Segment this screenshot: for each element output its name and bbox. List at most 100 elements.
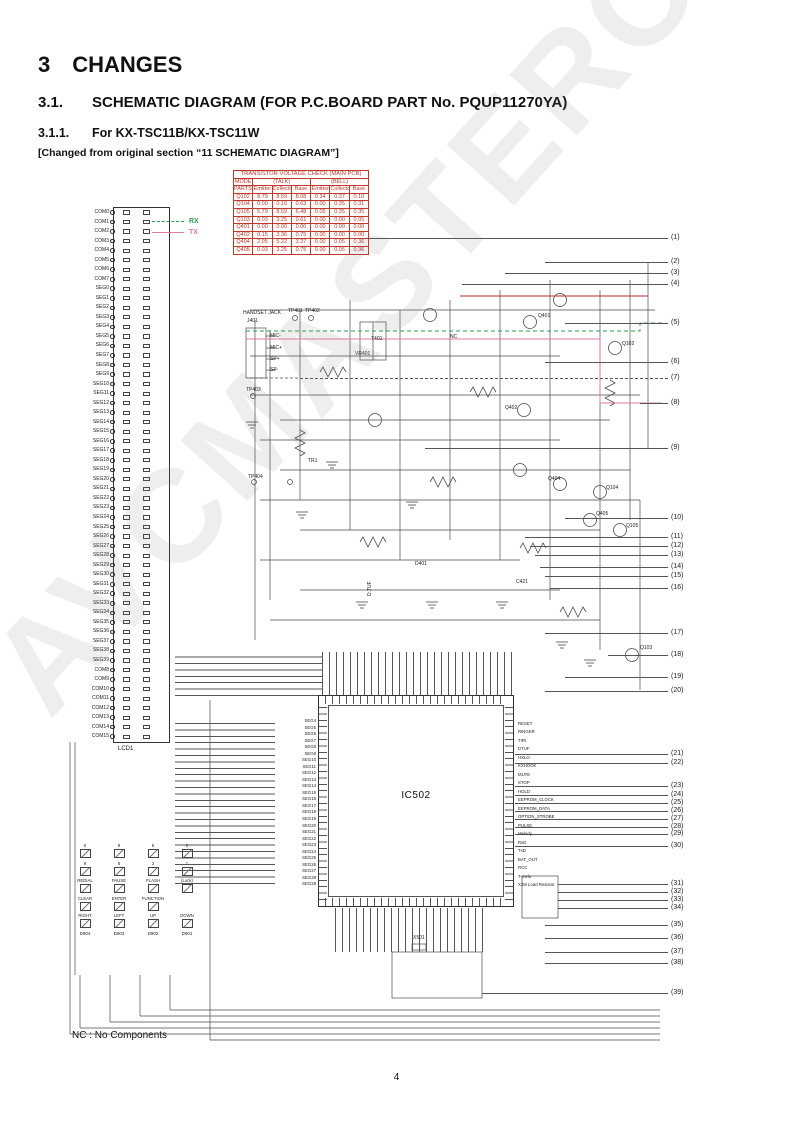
keypad-key: ENTER [102,896,136,911]
connector-pin-dot [110,381,115,387]
connector-pin-label: SEG9 [95,371,109,378]
connector-pin-dot [110,438,115,444]
connector-pin-dot [110,419,115,425]
voltage-value: 0.03 [252,215,273,225]
ic-left-pin-label: SEG21 [302,829,316,835]
connector-pin-label: SEG32 [92,590,109,597]
connector-pad [123,286,130,291]
connector-pad [143,296,150,301]
callout-leader-line [545,362,668,363]
connector-pin-label: SEG20 [92,475,109,482]
connector-pad [143,467,150,472]
voltage-value: 0.36 [348,245,370,255]
connector-pin-label: SEG30 [92,571,109,578]
component-label: SP- [270,367,279,373]
connector-pin-row: COM2 [95,229,169,234]
callout-leader-line [545,262,668,263]
connector-pin-row: SEG21 [93,486,169,492]
connector-pin-row: SEG35 [93,619,169,625]
callout-number: (34) [671,904,684,911]
connector-pad [143,277,150,282]
connector-pin-row: COM14 [92,724,169,730]
keypad-key-switch [147,866,159,876]
callout-number: (19) [671,673,684,680]
component-label: TP403 [246,387,261,393]
connector-pad [143,334,150,339]
connector-pin-row: SEG33 [93,600,169,606]
connector-pin-row: SEG4 [96,324,169,330]
ic-left-pin-label: SEG7 [304,737,316,743]
connector-pin-row: SEG1 [96,295,169,301]
callout-leader-line [505,273,668,274]
connector-pad [143,410,150,415]
keypad-key: 2 [170,843,204,858]
ic502-right-pins-ticks [505,702,513,900]
ic-right-pin-label: TxD [518,848,526,854]
callout-number: (15) [671,572,684,579]
diode-label: D901 [181,930,193,936]
connector-pin-label: SEG28 [92,552,109,559]
connector-pad [123,715,130,720]
connector-pad [143,315,150,320]
ic-left-pin-label: SEG29 [302,881,316,887]
voltage-value: 0.00 [329,230,350,240]
connector-pin-dot [110,543,115,549]
connector-pin-dot [110,305,115,311]
keypad-key: 0 [68,843,102,858]
voltage-value: 0.00 [310,238,331,247]
callout-number: (26) [671,807,684,814]
keypad-key-label: * [186,860,188,866]
keypad-key-switch [181,919,193,928]
wire-bundle-connector-to-ic [175,652,323,696]
connector-pin-label: SEG15 [92,428,109,435]
ic-right-pin-label: EEPROM_CLOCK [518,797,554,803]
connector-pin-row: SEG29 [93,562,169,568]
connector-pad [123,343,130,349]
keypad-key-switch [181,884,193,893]
callout-leader-line [525,537,668,538]
connector-pin-dot [110,400,115,406]
callout-leader-line [608,655,668,656]
connector-pin-row: SEG22 [93,495,169,501]
keypad-key: 3 [136,861,170,876]
part-number: Q103 [232,215,254,225]
connector-pin-label: SEG33 [92,599,109,606]
callout-number: (12) [671,542,684,549]
component-label: D.TUF [367,581,373,596]
connector-pad [143,248,150,253]
connector-pin-dot [110,429,115,435]
keypad-diode: D902 [136,931,170,937]
voltage-value: 0.00 [252,200,273,209]
keypad-key-label: CLEAR [77,895,93,901]
connector-pin-row: SEG38 [93,648,169,654]
ic-left-pin-label: SEG4 [304,718,316,723]
voltage-value: 5.79 [252,207,273,217]
keypad-key-switch [147,919,159,928]
connector-pin-row: COM11 [92,696,169,701]
mode-label: MODE [232,177,254,187]
keypad-key-switch [147,884,159,893]
connector-pad [123,277,130,282]
connector-pin-row: SEG25 [93,524,169,530]
callout-leader-line [565,518,668,519]
callout-leader-line [515,803,668,804]
connector-pin-dot [110,591,115,597]
connector-pad [123,448,130,453]
connector-pad [123,372,130,377]
connector-pin-row: COM10 [92,686,169,692]
callout-number: (5) [671,319,680,326]
subsection-heading: 3.1. SCHEMATIC DIAGRAM (FOR P.C.BOARD PA… [38,94,567,111]
ic-left-pin-label: SEG19 [302,815,316,821]
connector-pad [143,648,150,654]
connector-pin-dot [110,629,115,635]
ic-right-pin-label: T-melo [518,873,532,879]
callout-number: (22) [671,759,684,766]
connector-pin-row: SEG28 [93,553,169,558]
connector-pad [143,553,150,558]
connector-pin-row: COM6 [95,267,169,272]
voltage-value: 8.59 [271,207,292,217]
part-number: Q104 [232,200,254,209]
connector-pin-dot [110,724,115,730]
